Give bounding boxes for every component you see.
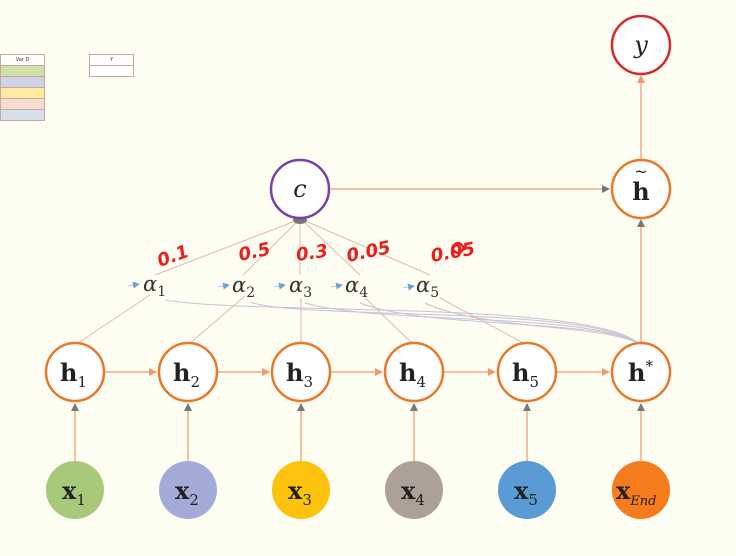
- hidden-state-node-1: h1: [44, 341, 106, 403]
- h1-alpha1-line: [74, 294, 151, 346]
- input-label: x5: [514, 476, 538, 509]
- alpha-label-1: α1: [143, 272, 166, 300]
- h-tilde-circle: [610, 158, 672, 220]
- h4-alpha4-line: [364, 297, 415, 346]
- score-to-context-lines: [154, 219, 431, 276]
- query-curve-4: [359, 302, 641, 346]
- hidden-state-label: h5: [512, 358, 539, 391]
- context-circle: [269, 158, 331, 220]
- input-circle: [159, 461, 217, 519]
- alpha1-c-line: [154, 219, 299, 276]
- query-curve-2: [249, 301, 641, 346]
- input-label: xEnd: [616, 476, 657, 509]
- input-node-6: xEnd: [612, 461, 670, 519]
- input-circle: [612, 461, 670, 519]
- input-circle: [272, 461, 330, 519]
- input-circle: [46, 461, 104, 519]
- handwritten-weight-3: 0.3: [295, 241, 330, 266]
- query-curve-5: [424, 302, 641, 346]
- hidden-state-label: h1: [60, 358, 87, 391]
- alpha2-c-line: [242, 219, 300, 276]
- handwritten-weight-1: 0.1: [155, 241, 192, 272]
- var-legend-swatch-4: [0, 98, 45, 110]
- output-circle: [610, 14, 672, 76]
- hidden-state-node-4: h4: [383, 341, 445, 403]
- input-node-1: x1: [46, 461, 104, 519]
- input-node-5: x5: [498, 461, 556, 519]
- input-node-4: x4: [385, 461, 443, 519]
- h2-alpha2-line: [187, 295, 246, 346]
- input-label: x4: [401, 476, 425, 509]
- input-nodes: x1 x2 x3 x4 x5 xEnd: [46, 461, 670, 519]
- alpha1-query-arrow: [127, 281, 140, 289]
- context-label: c: [293, 175, 306, 203]
- hidden-state-circle: [383, 341, 445, 403]
- context-node: c: [269, 158, 331, 220]
- alpha-label-2: α2: [232, 273, 255, 301]
- input-node-2: x2: [159, 461, 217, 519]
- alpha5-query-arrow: [402, 283, 415, 291]
- handwritten-weight-2: 0.5: [237, 239, 273, 266]
- final-state-label: h*: [628, 357, 653, 387]
- output-node: y: [610, 14, 672, 76]
- hidden-nodes: h1 h2 h3 h4 h5: [44, 341, 558, 403]
- h-tilde-node: h ~: [610, 158, 672, 220]
- hidden-state-node-5: h5: [496, 341, 558, 403]
- alpha-label-4: α4: [345, 273, 368, 301]
- h-tilde-accent: ~: [634, 162, 647, 181]
- var-legend-swatch-5: [0, 109, 45, 121]
- input-circle: [498, 461, 556, 519]
- alpha5-c-line: [302, 219, 431, 276]
- var-legend-table: Var D: [0, 54, 45, 121]
- input-label: x2: [175, 476, 199, 509]
- hidden-state-label: h2: [173, 358, 200, 391]
- y-legend-table: Y: [89, 54, 134, 77]
- alpha4-c-line: [301, 219, 361, 276]
- handwritten-weight-5: 0.05: [429, 239, 476, 267]
- hidden-state-node-2: h2: [157, 341, 219, 403]
- alpha4-query-arrow: [330, 282, 343, 290]
- var-legend-swatch-1: [0, 65, 45, 77]
- final-state-node: h*: [610, 341, 672, 403]
- alpha2-query-arrow: [217, 282, 230, 290]
- hidden-state-circle: [44, 341, 106, 403]
- hidden-state-circle: [270, 341, 332, 403]
- hidden-state-label: h4: [399, 358, 426, 391]
- var-legend-swatch-3: [0, 87, 45, 99]
- input-label: x1: [62, 476, 86, 509]
- handwritten-scribble: [450, 241, 466, 255]
- input-node-3: x3: [272, 461, 330, 519]
- input-circle: [385, 461, 443, 519]
- attention-weight-labels: α1 α2 α3 α4 α5: [143, 272, 439, 301]
- hidden-state-node-3: h3: [270, 341, 332, 403]
- attention-query-curves: [164, 299, 641, 346]
- y-legend-cell: [89, 65, 134, 77]
- input-label: x3: [288, 476, 312, 509]
- final-state-circle: [610, 341, 672, 403]
- h-tilde-label: h: [632, 177, 649, 206]
- var-legend-swatch-2: [0, 76, 45, 88]
- alpha3-query-arrow: [273, 282, 286, 290]
- output-label: y: [633, 31, 648, 59]
- query-curve-1: [164, 299, 641, 346]
- hidden-state-circle: [496, 341, 558, 403]
- state-to-score-lines: [74, 294, 528, 346]
- hidden-state-circle: [157, 341, 219, 403]
- h5-alpha5-line: [439, 297, 528, 346]
- y-legend-header: Y: [89, 54, 134, 66]
- alpha-label-3: α3: [289, 273, 312, 301]
- var-legend-header: Var D: [0, 54, 45, 66]
- hidden-state-label: h3: [286, 358, 313, 391]
- query-curve-3: [304, 302, 641, 346]
- alpha-label-5: α5: [416, 273, 439, 301]
